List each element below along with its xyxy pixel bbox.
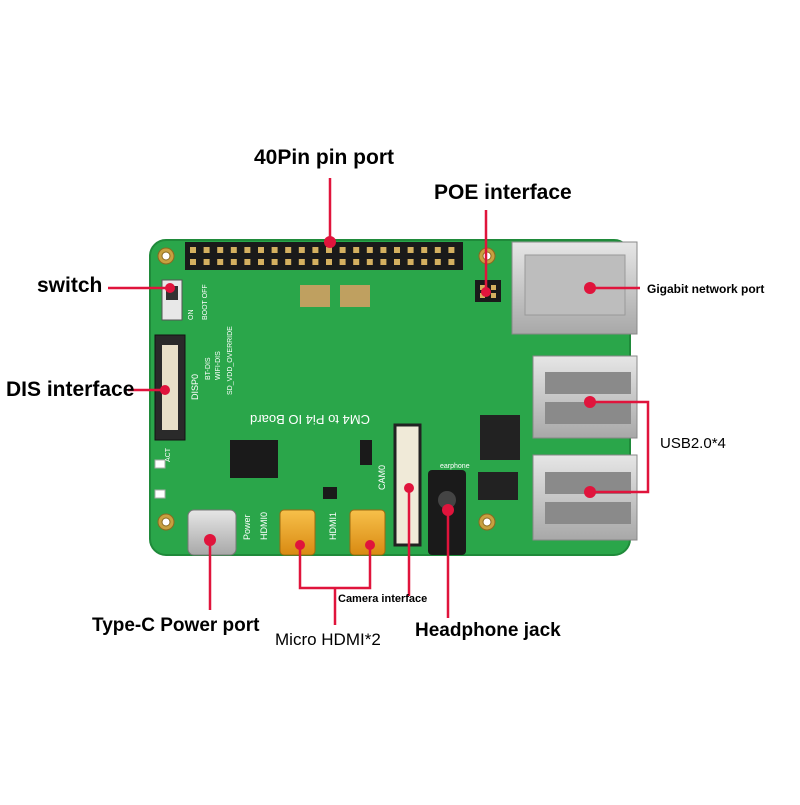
gpio-pin bbox=[421, 259, 428, 265]
gpio-pin bbox=[366, 259, 373, 265]
gpio-pin bbox=[394, 259, 400, 265]
silk-sdvdd: SD_VDD_OVERRIDE bbox=[227, 326, 234, 395]
gpio-pin bbox=[339, 259, 346, 265]
gpio-pin bbox=[285, 247, 292, 253]
gpio-pin bbox=[312, 259, 319, 265]
hdmi1-port bbox=[349, 509, 386, 556]
label-headphone: Headphone jack bbox=[415, 620, 561, 641]
silk-hdmi1: HDMI1 bbox=[328, 512, 338, 540]
gpio-pin bbox=[326, 259, 332, 265]
gpio-pin bbox=[434, 247, 441, 253]
gpio-pin bbox=[380, 247, 387, 253]
gpio-pin bbox=[380, 259, 387, 265]
leader-dots bbox=[160, 236, 596, 550]
usb-c-port bbox=[187, 509, 237, 556]
silkscreen-text: CM4 to Pi4 IO Board DISP0 CAM0 HDMI0 HDM… bbox=[165, 284, 470, 540]
hdmi0-port bbox=[279, 509, 316, 556]
gpio-pin bbox=[271, 259, 278, 265]
silk-boot: BOOT OFF bbox=[202, 284, 209, 320]
label-gigabit: Gigabit network port bbox=[647, 282, 765, 296]
usb-ports bbox=[532, 355, 638, 541]
silk-wifi: WIFI-DIS bbox=[215, 351, 222, 380]
gpio-pin bbox=[258, 247, 264, 253]
gpio-pin bbox=[421, 247, 428, 253]
silk-disp: DISP0 bbox=[190, 374, 200, 400]
gpio-pin bbox=[366, 247, 373, 253]
gpio-pin bbox=[448, 247, 455, 253]
gpio-pin bbox=[190, 247, 196, 253]
gpio-pin bbox=[258, 259, 264, 265]
gpio-pin bbox=[230, 259, 237, 265]
gpio-pin bbox=[190, 259, 196, 265]
gpio-pin bbox=[298, 247, 305, 253]
gpio-pin bbox=[353, 247, 360, 253]
label-camera: Camera interface bbox=[338, 593, 428, 605]
silk-on: ON bbox=[188, 310, 195, 321]
silk-act: ACT bbox=[165, 447, 172, 462]
components bbox=[230, 285, 520, 500]
gpio-pin bbox=[203, 247, 210, 253]
label-usb: USB2.0*4 bbox=[660, 435, 726, 452]
label-poe: POE interface bbox=[434, 181, 572, 204]
gpio-pin bbox=[394, 247, 400, 253]
label-switch: switch bbox=[37, 274, 103, 297]
gpio-pin bbox=[217, 259, 224, 265]
gpio-pin bbox=[244, 247, 251, 253]
gpio-pin bbox=[407, 259, 414, 265]
gpio-header bbox=[185, 242, 463, 270]
label-40pin: 40Pin pin port bbox=[254, 146, 395, 169]
silk-bt: BT-DIS bbox=[205, 357, 212, 380]
label-typec: Type-C Power port bbox=[92, 615, 260, 636]
gpio-pin bbox=[298, 259, 305, 265]
gpio-pin bbox=[353, 259, 360, 265]
gpio-pin bbox=[230, 247, 237, 253]
gpio-pin bbox=[312, 247, 319, 253]
ethernet-port bbox=[511, 241, 638, 335]
gpio-pin bbox=[448, 259, 455, 265]
gpio-pin bbox=[217, 247, 224, 253]
silk-earphone: earphone bbox=[440, 463, 470, 470]
gpio-pin bbox=[339, 247, 346, 253]
gpio-pin bbox=[434, 259, 441, 265]
label-hdmi: Micro HDMI*2 bbox=[275, 630, 381, 649]
gpio-pin bbox=[203, 259, 210, 265]
gpio-pin bbox=[326, 247, 332, 253]
gpio-pin bbox=[407, 247, 414, 253]
silk-board-name: CM4 to Pi4 IO Board bbox=[250, 412, 370, 427]
label-dis: DIS interface bbox=[6, 378, 135, 401]
silk-power: Power bbox=[242, 514, 252, 540]
gpio-pin bbox=[285, 259, 292, 265]
gpio-pin bbox=[271, 247, 278, 253]
leader-lines bbox=[108, 178, 650, 625]
gpio-pin bbox=[244, 259, 251, 265]
silk-cam: CAM0 bbox=[377, 465, 387, 490]
silk-hdmi0: HDMI0 bbox=[259, 512, 269, 540]
